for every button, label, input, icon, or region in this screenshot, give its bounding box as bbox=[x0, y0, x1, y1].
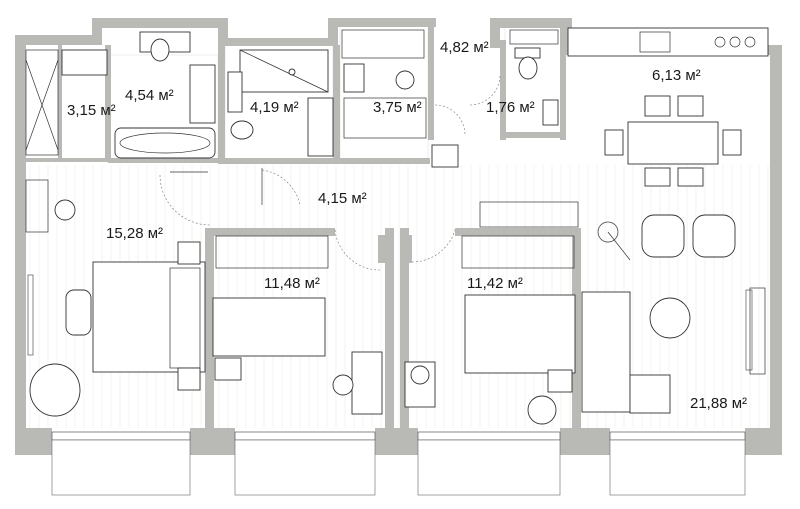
area-label-bathroom-1: 4,54 м² bbox=[125, 87, 174, 104]
area-label-entrance-hall: 4,82 м² bbox=[440, 39, 489, 56]
furniture bbox=[25, 27, 769, 425]
dining-table bbox=[604, 95, 742, 187]
wc-fixtures bbox=[509, 29, 559, 126]
area-label-living-room: 21,88 м² bbox=[690, 395, 747, 412]
window-bedroom-1 bbox=[51, 431, 191, 441]
area-label-bathroom-2: 4,19 м² bbox=[250, 99, 299, 116]
area-label-bedroom-3: 11,42 м² bbox=[467, 275, 523, 292]
bathroom-2-fixtures bbox=[227, 49, 334, 157]
area-label-wardrobe: 3,15 м² bbox=[67, 102, 116, 119]
wardrobe-floor bbox=[25, 42, 61, 160]
area-label-wc: 1,76 м² bbox=[486, 99, 535, 116]
laundry-floor bbox=[339, 24, 429, 161]
area-label-master-bedroom: 15,28 м² bbox=[106, 225, 163, 242]
laundry-fixtures bbox=[341, 29, 427, 139]
master-bedroom-furniture bbox=[25, 179, 206, 417]
walls bbox=[15, 18, 782, 455]
windows bbox=[27, 274, 753, 496]
bedroom-3-furniture bbox=[404, 201, 579, 425]
area-label-corridor: 4,15 м² bbox=[318, 190, 367, 207]
area-label-laundry: 3,75 м² bbox=[373, 99, 422, 116]
living-room-furniture bbox=[581, 214, 766, 414]
window-bedroom-3 bbox=[417, 431, 561, 441]
wardrobe-shelving bbox=[25, 49, 108, 156]
area-label-bedroom-2: 11,48 м² bbox=[264, 275, 320, 292]
kitchen-counter bbox=[567, 27, 769, 57]
doors bbox=[159, 74, 501, 271]
bathroom-1-fixtures bbox=[114, 31, 216, 159]
window-living bbox=[609, 431, 746, 441]
area-label-kitchen: 6,13 м² bbox=[652, 67, 701, 84]
window-bedroom-2 bbox=[234, 431, 376, 441]
area-labels: 3,15 м² 4,54 м² 4,19 м² 3,75 м² 4,82 м² … bbox=[67, 39, 747, 412]
bedroom-2-furniture bbox=[212, 235, 383, 415]
